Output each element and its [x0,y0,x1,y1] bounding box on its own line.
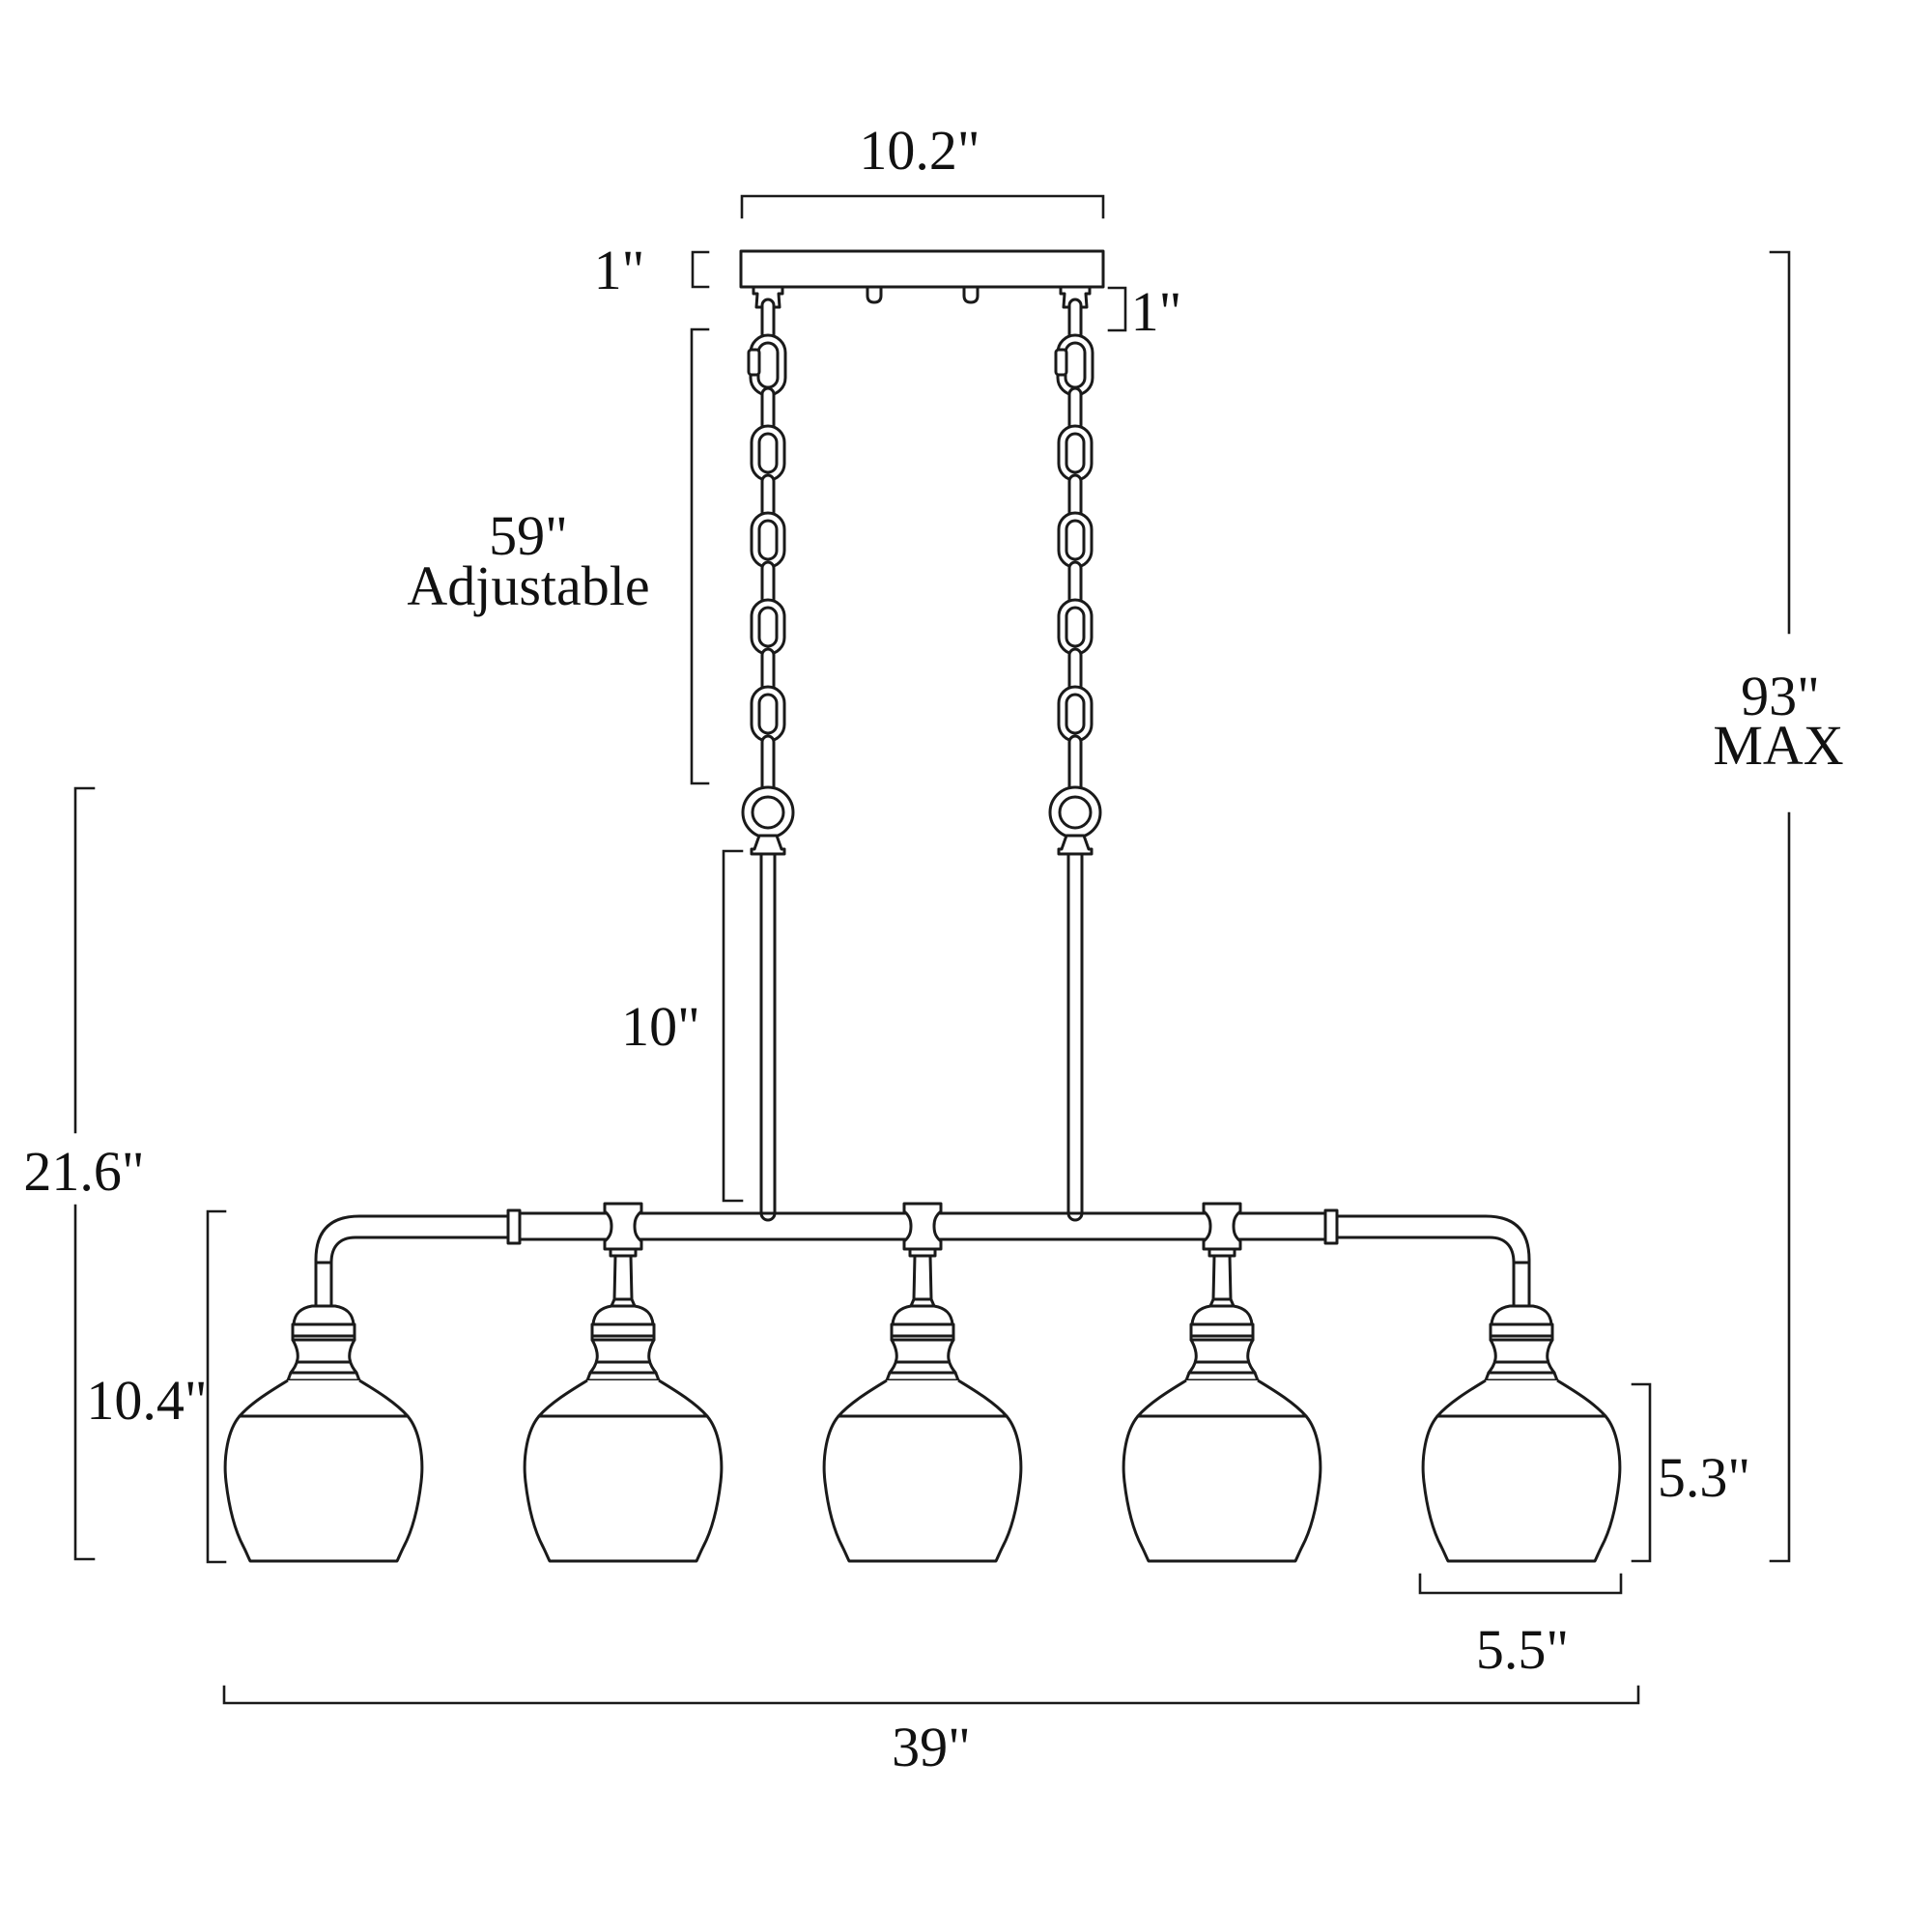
rod-length-label: 10" [621,995,700,1058]
hanger-height-label: 1" [1131,280,1182,343]
dim-rod-length [722,849,744,1203]
shade-2 [525,1204,722,1561]
dim-chain-length [690,327,710,785]
dim-canopy-thickness [691,250,710,289]
max-height-label: 93" [1741,665,1820,727]
left-chain-assembly [741,285,795,1216]
canopy-screw [866,285,883,304]
canopy-width-label: 10.2" [859,119,980,182]
fixture-width-label: 39" [892,1716,971,1778]
ceiling-canopy [739,249,1105,304]
canopy-thickness-label: 1" [594,239,645,301]
dim-max-height [1769,250,1791,1563]
shade-4 [1123,1204,1321,1561]
dim-shade-width [1418,1573,1623,1595]
dim-fixture-height [73,786,96,1561]
chain-note-label: Adjustable [407,554,649,617]
chain-length-label: 59" [489,504,568,567]
shade-glass-height-label: 5.3" [1658,1446,1750,1509]
shade-3 [824,1204,1021,1561]
dim-body-height [206,1209,227,1564]
canopy-screw [962,285,980,304]
body-height-label: 10.4" [86,1369,207,1432]
max-height-note-label: MAX [1713,714,1843,777]
dim-canopy-width [740,194,1105,219]
dimension-lines [73,194,1791,1705]
rod-tip [759,1211,777,1222]
dim-hanger-height [1107,286,1127,332]
dim-fixture-width [222,1685,1640,1705]
dim-shade-glass-height [1631,1382,1652,1563]
fixture-height-label: 21.6" [23,1140,144,1203]
dimension-labels: 10.2" 1" 1" 59" Adjustable 10" 93" MAX 2… [23,119,1843,1778]
shade-1 [223,1304,424,1563]
shade-5 [1421,1304,1622,1563]
right-chain-assembly [1048,285,1102,1216]
rod-tip [1066,1211,1084,1222]
shade-width-label: 5.5" [1476,1618,1569,1681]
